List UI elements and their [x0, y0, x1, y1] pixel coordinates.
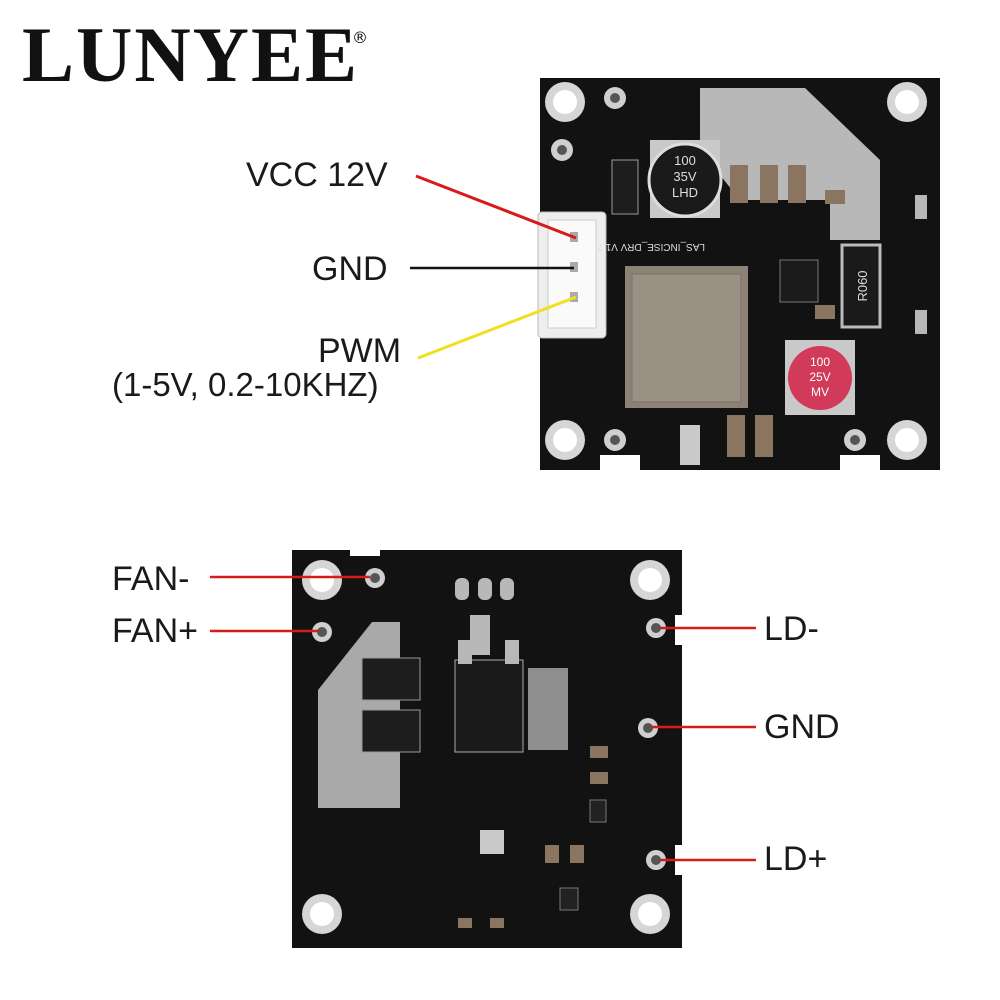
mount-hole	[887, 420, 927, 460]
pwm-wire	[417, 295, 577, 360]
svg-text:100: 100	[674, 153, 696, 168]
top-pcb: 100 35V LHD R060 100 25V MV	[537, 78, 940, 475]
board-name-silkscreen: LAS_INCISE_DRV V1.7	[597, 241, 705, 252]
capacitor-100uf-35v: 100 35V LHD	[647, 140, 723, 218]
svg-text:R060: R060	[855, 270, 870, 301]
label-gnd-top: GND	[312, 250, 388, 288]
bottom-wires	[210, 575, 756, 862]
resistor-r060: R060	[840, 243, 882, 329]
mount-hole	[887, 82, 927, 122]
svg-text:100: 100	[810, 355, 830, 369]
vcc-wire	[415, 174, 577, 240]
brand-name: LUNYEE	[22, 11, 360, 98]
mount-hole	[545, 82, 585, 122]
svg-text:MV: MV	[811, 385, 829, 399]
label-fan-minus: FAN-	[112, 560, 190, 598]
label-fan-plus: FAN+	[112, 612, 198, 650]
brand-logo: LUNYEE ®	[22, 16, 368, 94]
capacitor-100uf-25v: 100 25V MV	[785, 340, 855, 415]
label-gnd-bottom: GND	[764, 708, 840, 746]
label-ld-plus: LD+	[764, 840, 828, 878]
label-vcc: VCC 12V	[246, 156, 388, 194]
bottom-pcb	[292, 544, 689, 948]
inductor	[625, 266, 748, 408]
svg-text:35V: 35V	[673, 169, 696, 184]
registered-mark: ®	[352, 28, 370, 47]
label-pwm-spec: (1-5V, 0.2-10KHZ)	[112, 366, 379, 403]
label-ld-minus: LD-	[764, 610, 819, 648]
svg-text:LHD: LHD	[672, 185, 698, 200]
svg-text:25V: 25V	[809, 370, 830, 384]
label-pwm: PWM	[318, 332, 402, 370]
mount-hole	[545, 420, 585, 460]
